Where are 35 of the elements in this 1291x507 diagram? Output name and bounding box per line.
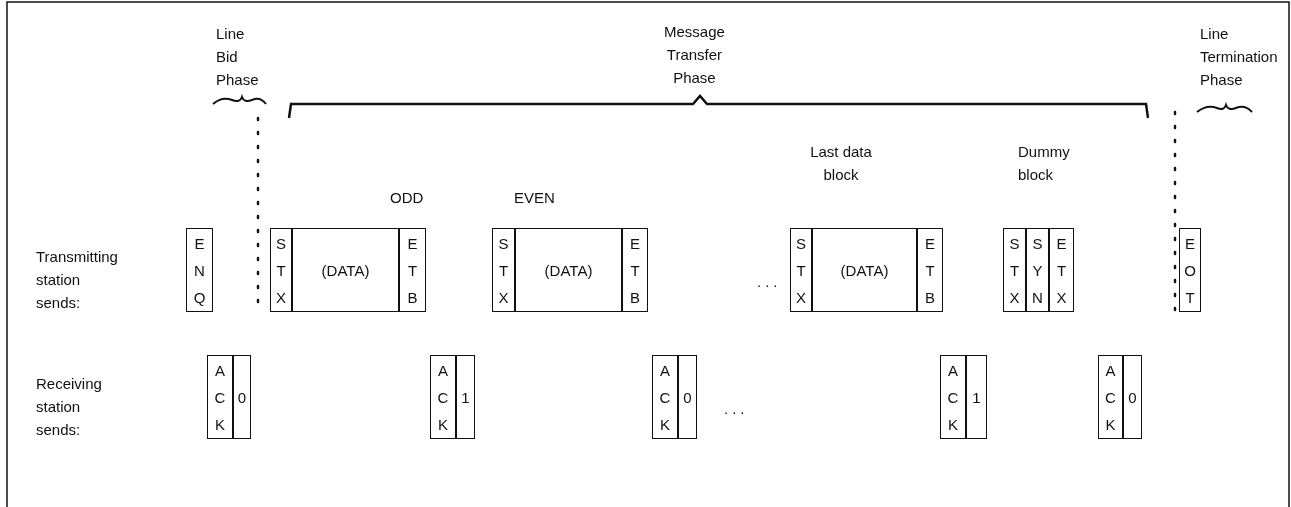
block-caption: ODD [390, 188, 424, 208]
sequence-digit: 0 [233, 355, 251, 439]
row-label: Transmitting station sends: [36, 247, 118, 313]
control-character-cell: S T X [492, 228, 515, 312]
control-character-cell: A C K [1098, 355, 1123, 439]
control-character-cell: E T X [1049, 228, 1074, 312]
control-character-cell: A C K [207, 355, 233, 439]
control-character-cell: E N Q [186, 228, 213, 312]
sequence-digit: 1 [456, 355, 475, 439]
control-character-cell: A C K [940, 355, 966, 439]
control-character-cell: E T B [399, 228, 426, 312]
control-character-cell: S T X [270, 228, 292, 312]
control-character-cell: S T X [1003, 228, 1026, 312]
control-character-cell: E T B [622, 228, 648, 312]
ellipsis: ... [724, 399, 749, 419]
phase-heading: Line Bid Phase [216, 24, 259, 90]
sequence-digit: 0 [1123, 355, 1142, 439]
data-field: (DATA) [812, 228, 917, 312]
control-character-cell: S Y N [1026, 228, 1049, 312]
control-character-cell: A C K [652, 355, 678, 439]
phase-heading: Line Termination Phase [1200, 24, 1278, 90]
row-label: Receiving station sends: [36, 374, 102, 440]
ellipsis: ... [757, 272, 782, 292]
control-character-cell: E O T [1179, 228, 1201, 312]
data-field: (DATA) [515, 228, 622, 312]
data-field: (DATA) [292, 228, 399, 312]
control-character-cell: A C K [430, 355, 456, 439]
phase-heading: Message Transfer Phase [664, 22, 725, 88]
sequence-digit: 0 [678, 355, 697, 439]
control-character-cell: E T B [917, 228, 943, 312]
block-caption: Dummy block [1018, 142, 1070, 185]
block-caption: Last data block [809, 142, 873, 185]
sequence-digit: 1 [966, 355, 987, 439]
control-character-cell: S T X [790, 228, 812, 312]
block-caption: EVEN [514, 188, 555, 208]
